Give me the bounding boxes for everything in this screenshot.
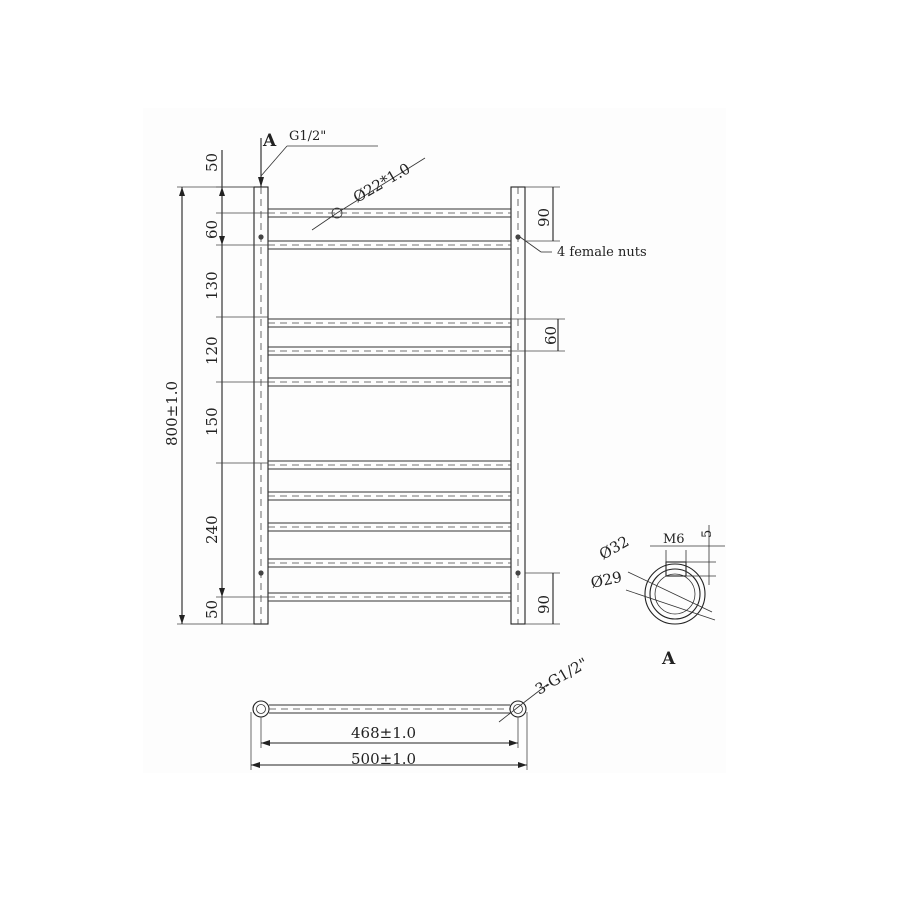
left-spacing-6: 240 (203, 515, 221, 544)
front-view (253, 186, 526, 625)
section-depth: 5 (700, 530, 715, 538)
overall-height-dim: 800±1.0 (163, 381, 181, 446)
left-dimensions (177, 150, 268, 625)
right-dim-middle: 60 (542, 326, 560, 345)
overall-width-dim: 500±1.0 (351, 750, 416, 768)
section-thread: M6 (663, 532, 685, 547)
top-callouts (258, 138, 426, 231)
section-label: A (661, 649, 676, 669)
right-dimensions (511, 186, 565, 625)
right-dim-top: 90 (535, 208, 553, 227)
left-spacing-7: 50 (203, 600, 221, 619)
female-nut-markers (258, 234, 521, 576)
female-nuts-note: 4 female nuts (557, 245, 647, 260)
left-spacing-5: 150 (203, 407, 221, 436)
right-dim-bottom: 90 (535, 595, 553, 614)
section-view-a (625, 525, 725, 625)
inlet-thread-label: G1/2" (289, 129, 326, 144)
left-spacing-4: 120 (203, 336, 221, 365)
top-view (250, 683, 549, 770)
left-spacing-3: 130 (203, 271, 221, 300)
centers-width-dim: 468±1.0 (351, 724, 416, 742)
section-marker-top: A (262, 131, 277, 151)
tube-callout-circle (331, 207, 343, 219)
rail-bars (268, 208, 511, 602)
left-spacing-1: 50 (203, 153, 221, 172)
left-spacing-2: 60 (203, 220, 221, 239)
